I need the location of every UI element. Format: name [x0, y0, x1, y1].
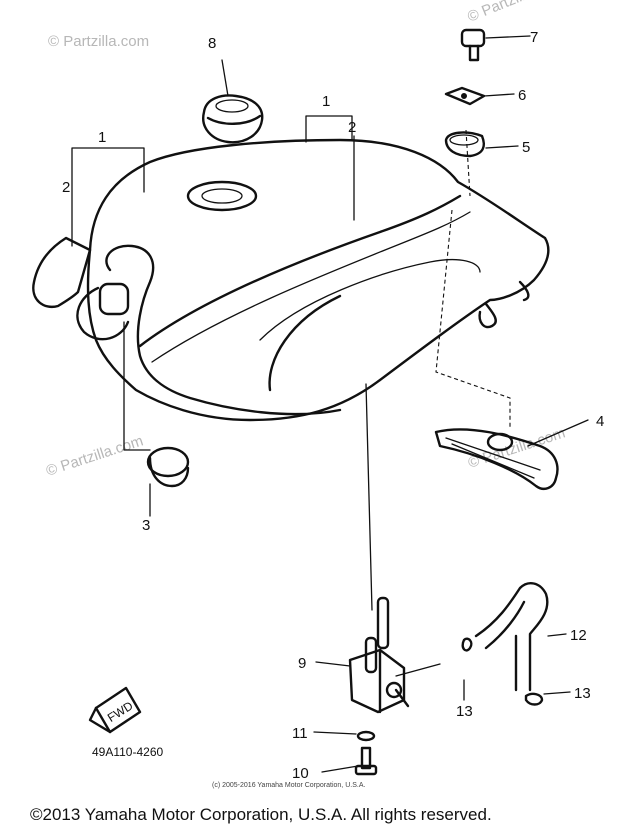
callout-5: 5 — [522, 139, 530, 156]
bolt-part-10 — [354, 746, 378, 776]
callout-3: 3 — [142, 517, 150, 534]
washer-part-11 — [356, 730, 376, 742]
plate-part-6 — [444, 86, 486, 106]
clip-part-13-a — [461, 637, 473, 652]
watermark-top-left: © Partzilla.com — [48, 33, 149, 50]
fuel-cock-part-9 — [348, 596, 410, 714]
fuel-hose-part-12 — [474, 582, 549, 692]
callout-1-left: 1 — [98, 129, 106, 146]
callout-4: 4 — [596, 413, 604, 430]
fuel-tank — [32, 138, 550, 422]
callout-8: 8 — [208, 35, 216, 52]
screw-part-7 — [460, 28, 486, 62]
fwd-badge-label: FWD — [105, 698, 136, 725]
filler-cap-part — [202, 94, 264, 144]
callout-1-top: 1 — [322, 93, 330, 110]
watermark-top-right: © Partzilla.com — [465, 0, 565, 26]
callout-6: 6 — [518, 87, 526, 104]
callout-10: 10 — [292, 765, 309, 782]
callout-2-top: 2 — [348, 119, 356, 136]
callout-13-a: 13 — [456, 703, 473, 720]
callout-2-left: 2 — [62, 179, 70, 196]
footer-copyright: ©2013 Yamaha Motor Corporation, U.S.A. A… — [30, 805, 492, 824]
seal-part-5 — [444, 131, 485, 158]
diagram-code: 49A110-4260 — [92, 745, 164, 759]
small-copyright: (c) 2005-2016 Yamaha Motor Corporation, … — [212, 782, 365, 789]
damper-part-3 — [146, 446, 190, 488]
leader-lines — [71, 35, 589, 773]
callout-13-b: 13 — [574, 685, 591, 702]
callout-11: 11 — [292, 725, 308, 742]
callout-12: 12 — [570, 627, 587, 644]
clip-part-13-b — [524, 692, 544, 706]
callout-7: 7 — [530, 29, 538, 46]
callout-9: 9 — [298, 655, 306, 672]
watermark-mid-left: © Partzilla.com — [44, 432, 145, 479]
rubber-pad-part-4 — [434, 428, 559, 490]
fwd-arrow-icon: FWD — [88, 686, 142, 734]
